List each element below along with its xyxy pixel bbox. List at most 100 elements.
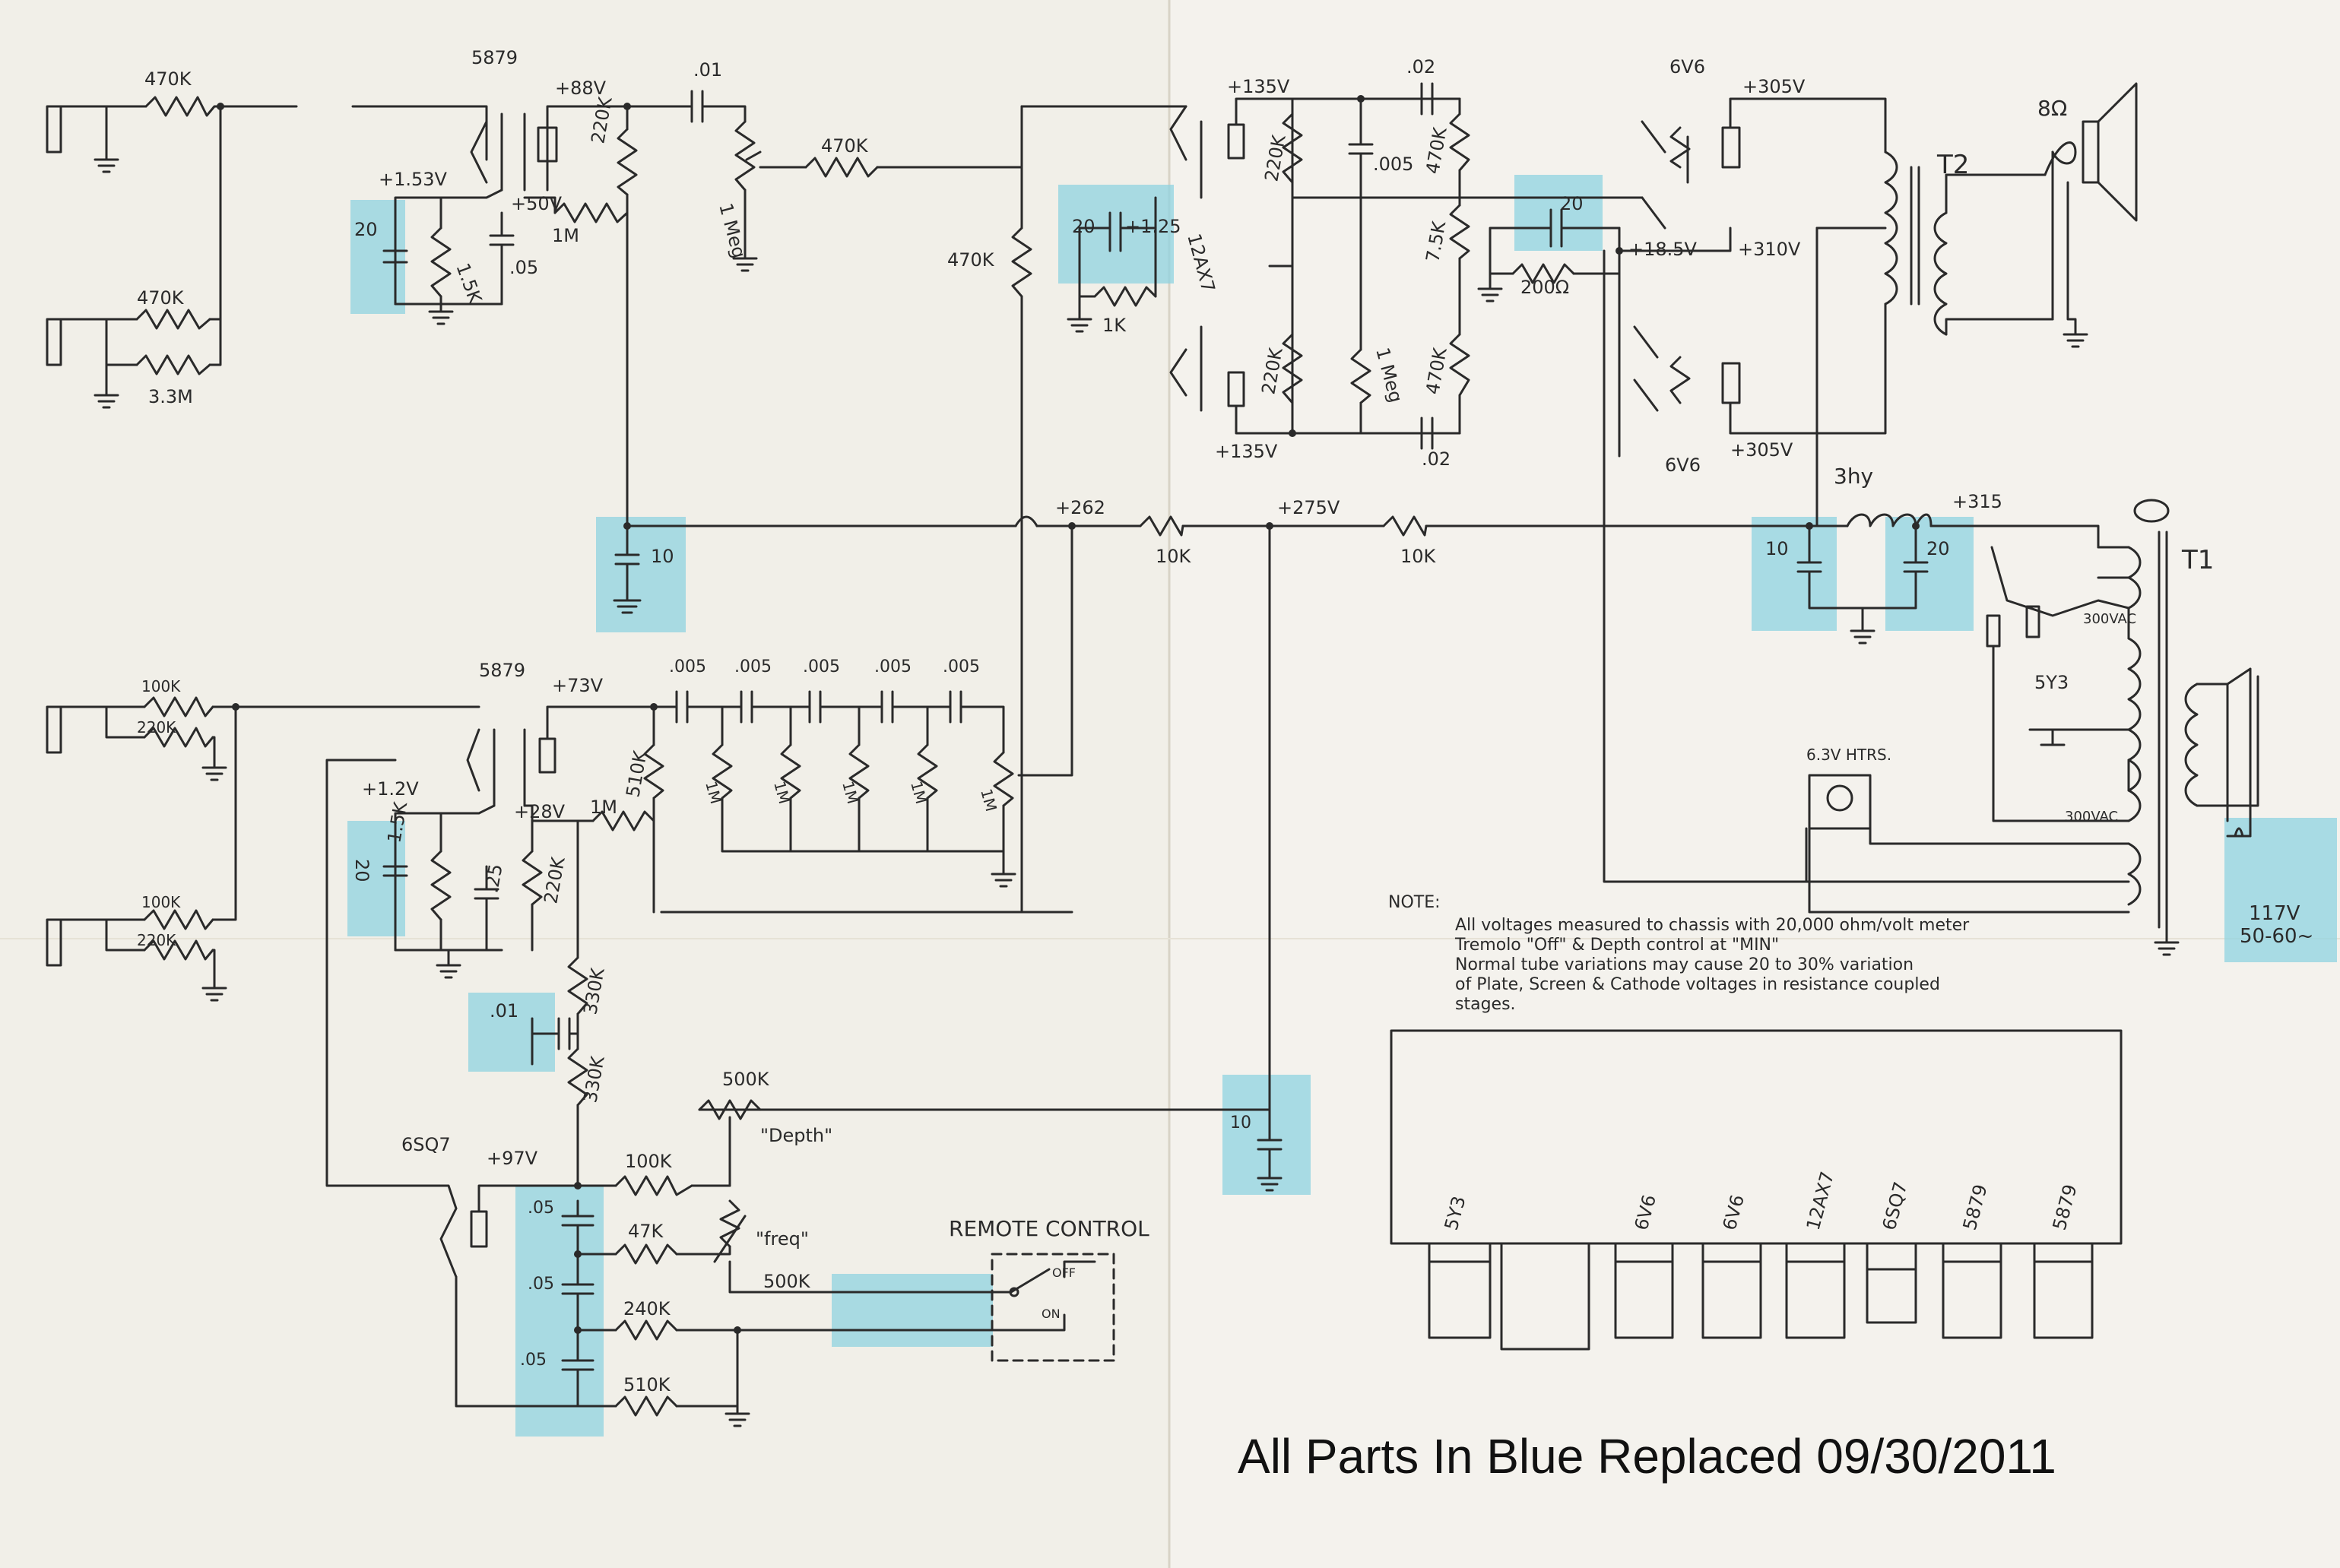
ot-wires (1815, 173, 2054, 336)
label-pi-c-bot: .02 (1422, 448, 1451, 470)
label-trem-cap-1: .05 (528, 1199, 554, 1218)
pot-1meg-pi (1350, 348, 1371, 404)
c-02-bottom (1413, 417, 1461, 450)
highlight-mains-cord (2224, 818, 2337, 962)
highlight-c-10-depth (1222, 1075, 1311, 1195)
junction (1615, 247, 1623, 255)
r-100k-trem (614, 1175, 693, 1196)
r-470k-top-1 (144, 96, 222, 117)
r-1k-pi (1093, 286, 1157, 307)
tube-6v6-pair (1633, 120, 1689, 412)
note-block: NOTE: All voltages measured to chassis w… (1388, 893, 1970, 1014)
r-220k-screen (522, 850, 543, 906)
junction (1289, 429, 1296, 437)
c-01-second (531, 1012, 579, 1050)
pot-1meg-top (734, 120, 756, 192)
c-05-screen (489, 196, 556, 306)
junction (232, 703, 239, 711)
label-c-filter1: 10 (1765, 538, 1789, 559)
speaker-coil (2044, 141, 2077, 176)
ground-jack-3 (201, 766, 227, 781)
highlight-c-filter-10 (596, 517, 686, 632)
label-v-cathode: +18.5V (1628, 239, 1698, 260)
t1-primary (2184, 683, 2199, 807)
label-depth: "Depth" (760, 1125, 832, 1146)
junction (734, 1326, 741, 1334)
label-r-in-100k-2: 100K (141, 893, 181, 911)
r-47k (614, 1243, 678, 1265)
label-v-screen: +310V (1738, 239, 1801, 260)
r-470k-pi-top (1449, 112, 1470, 172)
label-c-10: 10 (1230, 1113, 1251, 1132)
label-tone-cap-4: .005 (874, 657, 912, 676)
label-depth-pot: 500K (722, 1069, 770, 1090)
pi-cathode-ground (1067, 226, 1157, 333)
r-6v6-grid-lower (1669, 356, 1691, 404)
r-220k-pi-b (1282, 333, 1303, 404)
label-c-screen: .05 (509, 257, 538, 278)
ot-core (1910, 166, 1920, 306)
label-rectifier: 5Y3 (2034, 672, 2069, 693)
label-tone-cap-3: .005 (803, 657, 840, 676)
label-second-r-1m: 1M (590, 797, 617, 818)
label-r-in-220k-1: 220K (137, 718, 176, 736)
label-c-01: .01 (490, 1000, 518, 1022)
label-r-in-220k-2: 220K (137, 931, 176, 949)
r-1m-screen (553, 202, 629, 223)
label-r-decouple: 470K (947, 249, 995, 271)
ground-top-stage (394, 295, 503, 325)
r-220k-pi-a (1282, 112, 1303, 184)
freq-pot-wiper (713, 1215, 990, 1294)
jack1-wires (59, 105, 298, 161)
6sq7-plate-wire (477, 1184, 579, 1213)
ground-jack-2 (94, 394, 119, 409)
r-330k-a (567, 956, 588, 1015)
pot-500k-depth (698, 1099, 762, 1120)
note-line-2: Tremolo "Off" & Depth control at "MIN" (1454, 936, 1779, 955)
r-200-bias (1511, 263, 1575, 284)
pot-500k-freq (719, 1199, 740, 1248)
c-01-top (683, 90, 747, 123)
r-tone-4 (917, 743, 938, 800)
label-freq: "freq" (756, 1228, 809, 1250)
label-r-100k-trem: 100K (625, 1151, 673, 1172)
remote-box (991, 1253, 1115, 1362)
tube-5879-top (470, 112, 549, 192)
t1-shield (2133, 499, 2170, 523)
label-c-filter2: 20 (1926, 538, 1950, 559)
highlight-filter-20 (1885, 517, 1974, 631)
label-second-plate-v: +73V (552, 675, 604, 696)
highlight-c-cathode-top (350, 200, 405, 314)
pi-link (1291, 196, 1362, 321)
wire-crossover-1 (1014, 515, 1038, 527)
trem-wires (455, 1184, 731, 1408)
label-remote: REMOTE CONTROL (949, 1216, 1149, 1241)
highlight-trem-caps (515, 1186, 604, 1437)
paper-right-half (1169, 0, 2340, 1568)
jack3-wires (59, 705, 480, 769)
junction (1806, 522, 1813, 530)
r-1-5k-second (430, 850, 452, 921)
jack2-wires (59, 105, 222, 397)
switch-pivot (1009, 1287, 1019, 1297)
label-r-series: 470K (821, 135, 869, 157)
speaker-ground (2051, 150, 2088, 348)
pilot-lamp (1826, 784, 1853, 812)
label-second-c-cathode: 20 (351, 859, 373, 882)
supply-to-t1 (1815, 226, 2100, 549)
tube-6sq7 (325, 759, 458, 1278)
ground-second (394, 812, 503, 979)
label-tube-top: 5879 (471, 47, 518, 68)
label-c-cathode: 20 (354, 219, 378, 240)
label-freq-pot: 500K (763, 1271, 811, 1292)
grid-input-top (351, 105, 488, 161)
label-c-filter: 10 (651, 546, 674, 567)
label-plate-v: +88V (555, 78, 607, 99)
junction (574, 1250, 582, 1258)
trem-supply (531, 1017, 579, 1187)
label-v2: +275V (1277, 497, 1340, 518)
label-6v6-lower: 6V6 (1665, 455, 1701, 476)
r-100k-1 (143, 696, 214, 717)
highlight-c-bias (1514, 175, 1603, 251)
